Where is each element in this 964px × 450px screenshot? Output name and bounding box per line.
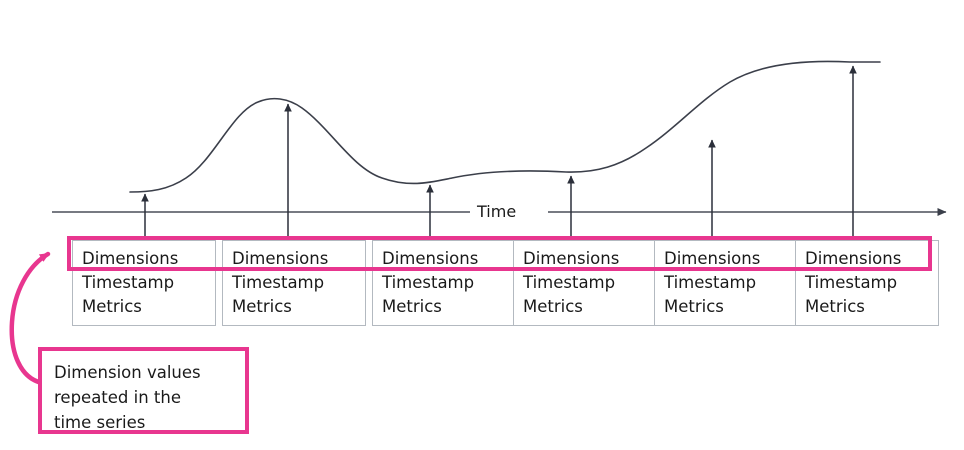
- time-axis-label: Time: [477, 202, 517, 221]
- callout-line-1: Dimension values: [54, 363, 201, 382]
- callout-connector-arrow: [9, 251, 51, 386]
- callout-line-3: time series: [54, 413, 146, 432]
- record-metrics-label: Metrics: [805, 297, 865, 316]
- record-dimensions-label: Dimensions: [232, 249, 329, 268]
- time-series-curve: [129, 60, 881, 193]
- callout-box: Dimension values repeated in the time se…: [38, 347, 249, 434]
- record-timestamp-label: Timestamp: [805, 273, 898, 292]
- record-dimensions-label: Dimensions: [664, 249, 761, 268]
- record-metrics-label: Metrics: [664, 297, 724, 316]
- record-dimensions-label: Dimensions: [523, 249, 620, 268]
- record-box[interactable]: Dimensions Timestamp Metrics: [372, 240, 516, 326]
- record-timestamp-label: Timestamp: [232, 273, 325, 292]
- record-metrics-label: Metrics: [82, 297, 142, 316]
- record-box[interactable]: Dimensions Timestamp Metrics: [72, 240, 216, 326]
- record-dimensions-label: Dimensions: [382, 249, 479, 268]
- record-box[interactable]: Dimensions Timestamp Metrics: [654, 240, 798, 326]
- record-metrics-label: Metrics: [232, 297, 292, 316]
- record-metrics-label: Metrics: [382, 297, 442, 316]
- callout-line-2: repeated in the: [54, 388, 182, 407]
- record-timestamp-label: Timestamp: [382, 273, 475, 292]
- record-box[interactable]: Dimensions Timestamp Metrics: [222, 240, 366, 326]
- record-timestamp-label: Timestamp: [82, 273, 175, 292]
- record-timestamp-label: Timestamp: [664, 273, 757, 292]
- record-dimensions-label: Dimensions: [805, 249, 902, 268]
- record-timestamp-label: Timestamp: [523, 273, 616, 292]
- record-box[interactable]: Dimensions Timestamp Metrics: [795, 240, 939, 326]
- record-box[interactable]: Dimensions Timestamp Metrics: [513, 240, 657, 326]
- record-metrics-label: Metrics: [523, 297, 583, 316]
- record-dimensions-label: Dimensions: [82, 249, 179, 268]
